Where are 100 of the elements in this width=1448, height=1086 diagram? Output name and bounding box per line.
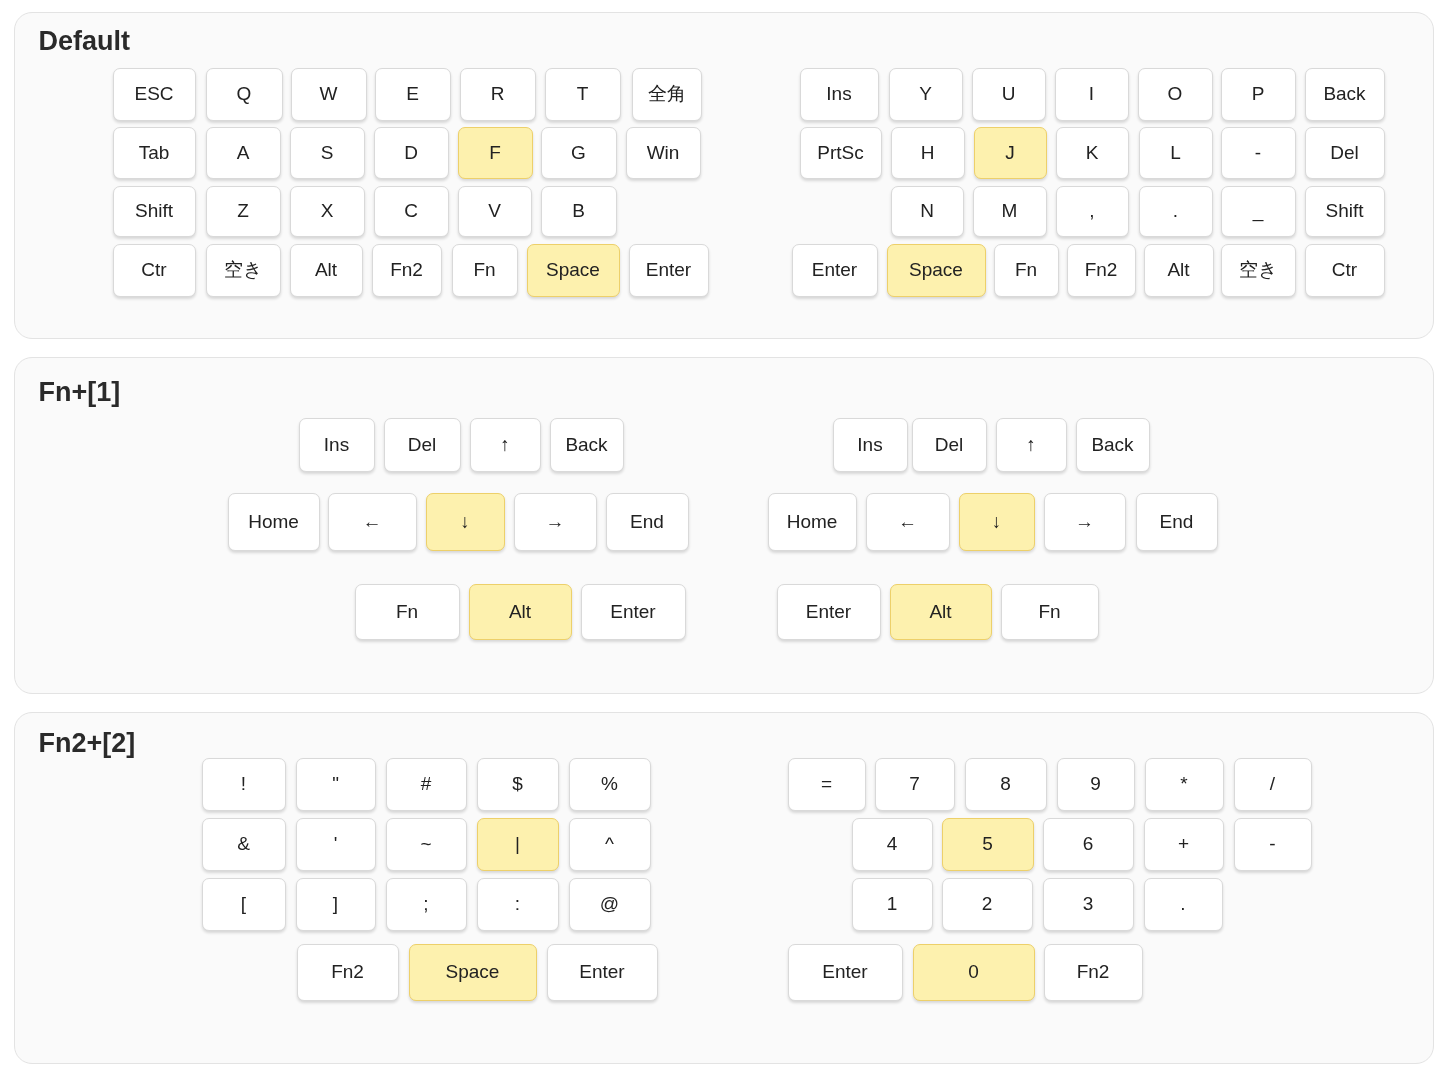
- keycap: Home: [227, 492, 320, 551]
- keycap: C: [373, 185, 449, 237]
- keycap: L: [1138, 126, 1213, 179]
- keycap: #: [385, 757, 467, 811]
- highlighted-keycap: ↓: [425, 492, 505, 551]
- keycap: Fn: [451, 243, 518, 297]
- keycap: @: [568, 877, 651, 931]
- keycap: M: [972, 185, 1047, 237]
- keycap: 6: [1042, 817, 1134, 871]
- keycap: /: [1233, 757, 1312, 811]
- keycap: ': [295, 817, 376, 871]
- keycap: Del: [1304, 126, 1385, 179]
- highlighted-keycap: ↓: [958, 492, 1035, 551]
- keycap: W: [290, 67, 367, 121]
- layer-title: Fn+[1]: [38, 375, 121, 408]
- keycap: S: [289, 126, 365, 179]
- keycap: .: [1138, 185, 1213, 237]
- keycap: Fn2: [371, 243, 442, 297]
- keycap: Enter: [787, 943, 903, 1001]
- keycap: !: [201, 757, 286, 811]
- layer-title: Fn2+[2]: [38, 726, 136, 759]
- keycap: Shift: [112, 185, 196, 237]
- highlighted-keycap: Space: [886, 243, 986, 297]
- keycap: +: [1143, 817, 1224, 871]
- keycap: 全角: [631, 67, 702, 121]
- keycap: Ins: [832, 417, 908, 472]
- keycap: Fn: [354, 583, 460, 640]
- highlighted-keycap: Alt: [889, 583, 992, 640]
- keycap: E: [374, 67, 451, 121]
- keycap: U: [971, 67, 1046, 121]
- keycap: Fn: [1000, 583, 1099, 640]
- keycap: V: [457, 185, 532, 237]
- keycap: Alt: [1143, 243, 1214, 297]
- keycap: Back: [1075, 417, 1150, 472]
- keycap: 空き: [1220, 243, 1296, 297]
- keycap: →: [1043, 492, 1126, 551]
- keycap: -: [1220, 126, 1296, 179]
- keycap: B: [540, 185, 617, 237]
- keycap: G: [540, 126, 617, 179]
- keycap: H: [890, 126, 965, 179]
- keycap: I: [1054, 67, 1129, 121]
- keycap: ;: [385, 877, 467, 931]
- keycap: Enter: [776, 583, 881, 640]
- keycap: ↑: [469, 417, 541, 472]
- keycap: 8: [964, 757, 1047, 811]
- keycap: End: [605, 492, 689, 551]
- layer-panel: [14, 12, 1434, 339]
- keycap: Del: [383, 417, 461, 472]
- keycap: 4: [851, 817, 933, 871]
- highlighted-keycap: F: [457, 126, 533, 179]
- layer-panel: [14, 712, 1434, 1064]
- keycap: 9: [1056, 757, 1135, 811]
- highlighted-keycap: 0: [912, 943, 1035, 1001]
- keycap: .: [1143, 877, 1223, 931]
- highlighted-keycap: J: [973, 126, 1047, 179]
- keycap: 7: [874, 757, 955, 811]
- keycap: Win: [625, 126, 701, 179]
- keycap: T: [544, 67, 621, 121]
- keycap: ]: [295, 877, 376, 931]
- keycap: Ins: [799, 67, 879, 121]
- keycap: ESC: [112, 67, 196, 121]
- keycap: Fn2: [1043, 943, 1143, 1001]
- keycap: Enter: [791, 243, 878, 297]
- keycap: Tab: [112, 126, 196, 179]
- keycap: Enter: [580, 583, 686, 640]
- keycap: 3: [1042, 877, 1134, 931]
- keycap: K: [1055, 126, 1129, 179]
- keycap: &: [201, 817, 286, 871]
- keycap: Alt: [289, 243, 363, 297]
- keycap: Enter: [546, 943, 658, 1001]
- keycap: D: [373, 126, 449, 179]
- layer-panel: [14, 357, 1434, 694]
- layer-title: Default: [38, 24, 130, 57]
- keycap: R: [459, 67, 536, 121]
- keycap: Shift: [1304, 185, 1385, 237]
- keycap: $: [476, 757, 559, 811]
- keycap: ↑: [995, 417, 1067, 472]
- keycap: _: [1220, 185, 1296, 237]
- keycap: -: [1233, 817, 1312, 871]
- keycap: *: [1144, 757, 1224, 811]
- keycap: Fn2: [296, 943, 399, 1001]
- keycap: ,: [1055, 185, 1129, 237]
- keycap: :: [476, 877, 559, 931]
- keycap: O: [1137, 67, 1213, 121]
- keycap: X: [289, 185, 365, 237]
- keycap: Back: [1304, 67, 1385, 121]
- keycap: Ctr: [1304, 243, 1385, 297]
- keycap: Home: [767, 492, 857, 551]
- highlighted-keycap: Space: [408, 943, 537, 1001]
- keycap: %: [568, 757, 651, 811]
- highlighted-keycap: Space: [526, 243, 620, 297]
- keycap: ^: [568, 817, 651, 871]
- keycap: Back: [549, 417, 624, 472]
- keycap: Fn: [993, 243, 1059, 297]
- keycap: A: [205, 126, 281, 179]
- keycap: [: [201, 877, 286, 931]
- keycap: Del: [911, 417, 987, 472]
- keycap: ": [295, 757, 376, 811]
- keycap: PrtSc: [799, 126, 882, 179]
- keycap: 1: [851, 877, 933, 931]
